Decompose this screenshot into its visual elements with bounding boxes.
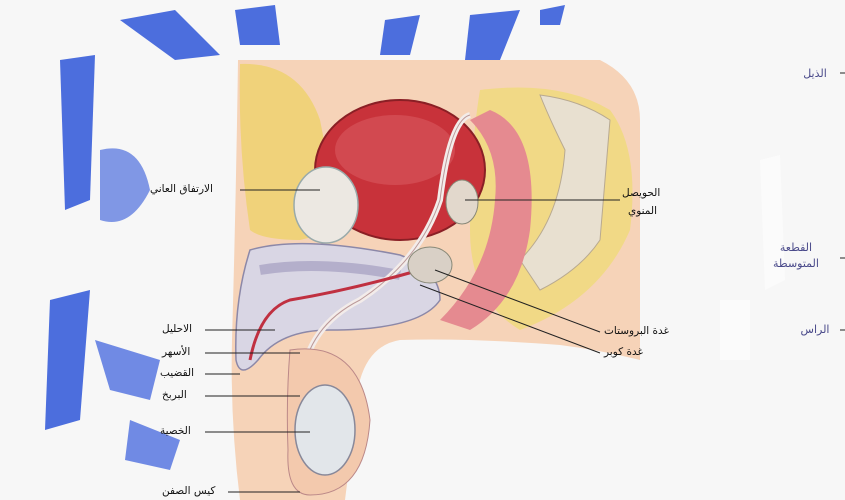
label-urethra: الاحليل	[162, 323, 192, 336]
label-epididymis: البربخ	[162, 389, 187, 402]
seminal-vesicle	[446, 180, 478, 224]
label-vas-deferens: الأسهر	[162, 346, 190, 359]
label-seminal-vesicle-2: المنوي	[628, 205, 657, 218]
label-scrotum: كيس الصفن	[162, 485, 215, 498]
label-penis: القضيب	[160, 367, 194, 380]
label-seminal-vesicle-1: الحويصل	[622, 187, 660, 200]
pubic-bone	[294, 167, 358, 243]
label-pubic-symphysis: الارتفاق العاني	[150, 183, 213, 196]
label-prostate: غدة البروستات	[604, 325, 669, 338]
side-label-head: الراس	[792, 322, 838, 337]
side-label-middle-2: المتوسطة	[754, 256, 838, 271]
prostate-gland	[408, 247, 452, 283]
label-cowper: غدة كوبر	[604, 346, 643, 359]
bladder-highlight	[335, 115, 455, 185]
label-testis: الخصية	[160, 425, 191, 438]
side-label-tail: الذيل	[792, 66, 838, 81]
side-label-middle-1: القطعة	[754, 240, 838, 255]
testis-body	[295, 385, 355, 475]
